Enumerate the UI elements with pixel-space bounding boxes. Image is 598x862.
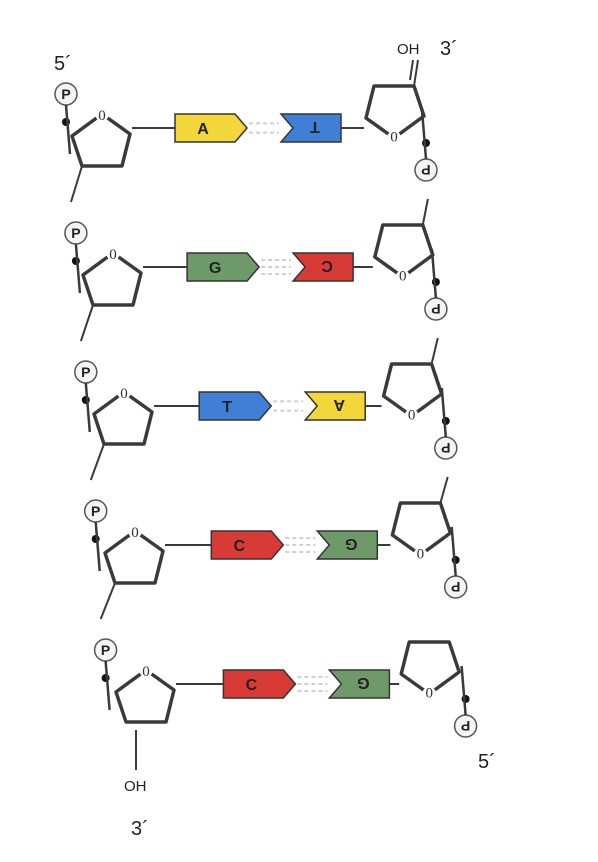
base-pair-2-right-letter: A bbox=[333, 396, 345, 413]
left-phosphate-3: P bbox=[83, 499, 108, 523]
right-backbone-4 bbox=[460, 665, 467, 716]
right-sugar-4: 0 bbox=[399, 640, 461, 701]
right-strand-5-prime-label: 5´ bbox=[478, 751, 496, 773]
right-sugar-2: 0 bbox=[381, 362, 444, 423]
right-backbone-0 bbox=[420, 109, 428, 160]
base-pair-2-left-base bbox=[198, 391, 273, 421]
left-phosphate-label-4: P bbox=[101, 642, 110, 658]
left-phosphate-2: P bbox=[74, 360, 98, 384]
right-phosphate-3: P bbox=[443, 575, 468, 599]
right-sugar-oxygen-0: 0 bbox=[390, 128, 398, 144]
right-phosphate-label-2: P bbox=[441, 440, 450, 456]
base-pair-0-left-letter: A bbox=[197, 121, 209, 138]
right-interrow-backbone-3 bbox=[439, 476, 449, 504]
right-sugar-oxygen-4: 0 bbox=[425, 684, 433, 700]
base-pair-2-right-base bbox=[303, 391, 366, 421]
right-sugar-oxygen-1: 0 bbox=[399, 267, 407, 283]
left-phosphate-label-0: P bbox=[61, 86, 70, 102]
left-interrow-backbone-2 bbox=[89, 443, 105, 481]
right-interrow-backbone-2 bbox=[430, 337, 439, 365]
base-pair-1-left-base bbox=[186, 252, 261, 282]
left-backbone-4 bbox=[104, 660, 111, 711]
right-strand-3-prime-label: 3´ bbox=[440, 38, 458, 60]
base-pair-2-left-letter: T bbox=[222, 399, 232, 416]
right-phosphate-label-0: P bbox=[421, 162, 430, 178]
left-interrow-backbone-1 bbox=[79, 304, 94, 342]
left-sugar-oxygen-0: 0 bbox=[98, 108, 106, 124]
base-pair-4-right-letter: G bbox=[357, 674, 369, 691]
base-pair-1-right-base bbox=[291, 252, 354, 282]
left-phosphate-4: P bbox=[93, 638, 118, 662]
left-sugar-4: 0 bbox=[114, 663, 176, 724]
left-interrow-backbone-0 bbox=[70, 165, 83, 203]
left-sugar-0: 0 bbox=[70, 107, 132, 168]
left-strand-oh-label: OH bbox=[124, 778, 147, 795]
right-interrow-backbone-0 bbox=[413, 59, 419, 87]
right-phosphate-2: P bbox=[434, 436, 458, 460]
base-pair-4-left-letter: C bbox=[246, 677, 258, 694]
left-sugar-oxygen-2: 0 bbox=[120, 386, 128, 402]
right-sugar-3: 0 bbox=[390, 501, 453, 562]
right-phosphate-label-3: P bbox=[451, 579, 460, 595]
right-terminal-oh-stem bbox=[409, 59, 414, 81]
right-backbone-2 bbox=[440, 387, 448, 438]
left-sugar-oxygen-4: 0 bbox=[142, 664, 150, 680]
left-sugar-oxygen-1: 0 bbox=[109, 247, 117, 263]
left-phosphate-label-2: P bbox=[81, 364, 90, 380]
right-backbone-1 bbox=[430, 248, 438, 299]
base-pair-3-right-letter: G bbox=[345, 535, 357, 552]
left-backbone-0 bbox=[64, 104, 72, 155]
left-phosphate-1: P bbox=[64, 221, 88, 245]
base-pair-0-right-letter: T bbox=[310, 118, 320, 135]
base-pair-3-left-letter: C bbox=[234, 538, 246, 555]
right-backbone-3 bbox=[450, 526, 457, 577]
left-sugar-1: 0 bbox=[81, 246, 143, 307]
right-phosphate-0: P bbox=[414, 158, 438, 182]
right-sugar-oxygen-3: 0 bbox=[417, 545, 425, 561]
left-interrow-backbone-3 bbox=[99, 582, 116, 620]
base-pair-0-right-base bbox=[279, 113, 342, 143]
right-phosphate-1: P bbox=[424, 297, 448, 321]
left-backbone-3 bbox=[94, 521, 101, 572]
left-phosphate-label-3: P bbox=[91, 503, 100, 519]
right-phosphate-label-4: P bbox=[461, 718, 470, 734]
right-sugar-0: 0 bbox=[364, 84, 426, 145]
base-pair-0-left-base bbox=[174, 113, 248, 143]
right-phosphate-label-1: P bbox=[431, 301, 440, 317]
left-sugar-3: 0 bbox=[103, 524, 165, 585]
base-pair-3-left-base bbox=[210, 530, 285, 560]
right-phosphate-4: P bbox=[453, 714, 478, 738]
right-sugar-oxygen-2: 0 bbox=[408, 406, 416, 422]
left-backbone-1 bbox=[74, 243, 82, 294]
left-sugar-oxygen-3: 0 bbox=[131, 525, 139, 541]
left-sugar-2: 0 bbox=[92, 385, 154, 446]
right-interrow-backbone-1 bbox=[421, 198, 429, 226]
base-pair-1-right-letter: C bbox=[321, 257, 333, 274]
right-sugar-1: 0 bbox=[373, 223, 435, 284]
base-pair-4-right-base bbox=[327, 669, 391, 699]
left-strand-5-prime-label: 5´ bbox=[54, 53, 72, 75]
left-backbone-2 bbox=[84, 382, 92, 433]
right-strand-oh-label: OH bbox=[397, 41, 420, 58]
left-phosphate-0: P bbox=[54, 82, 78, 106]
base-pair-4-left-base bbox=[222, 669, 297, 699]
left-phosphate-label-1: P bbox=[71, 225, 80, 241]
base-pair-1-left-letter: G bbox=[209, 260, 221, 277]
left-strand-3-prime-label: 3´ bbox=[131, 818, 149, 840]
base-pair-3-right-base bbox=[315, 530, 379, 560]
